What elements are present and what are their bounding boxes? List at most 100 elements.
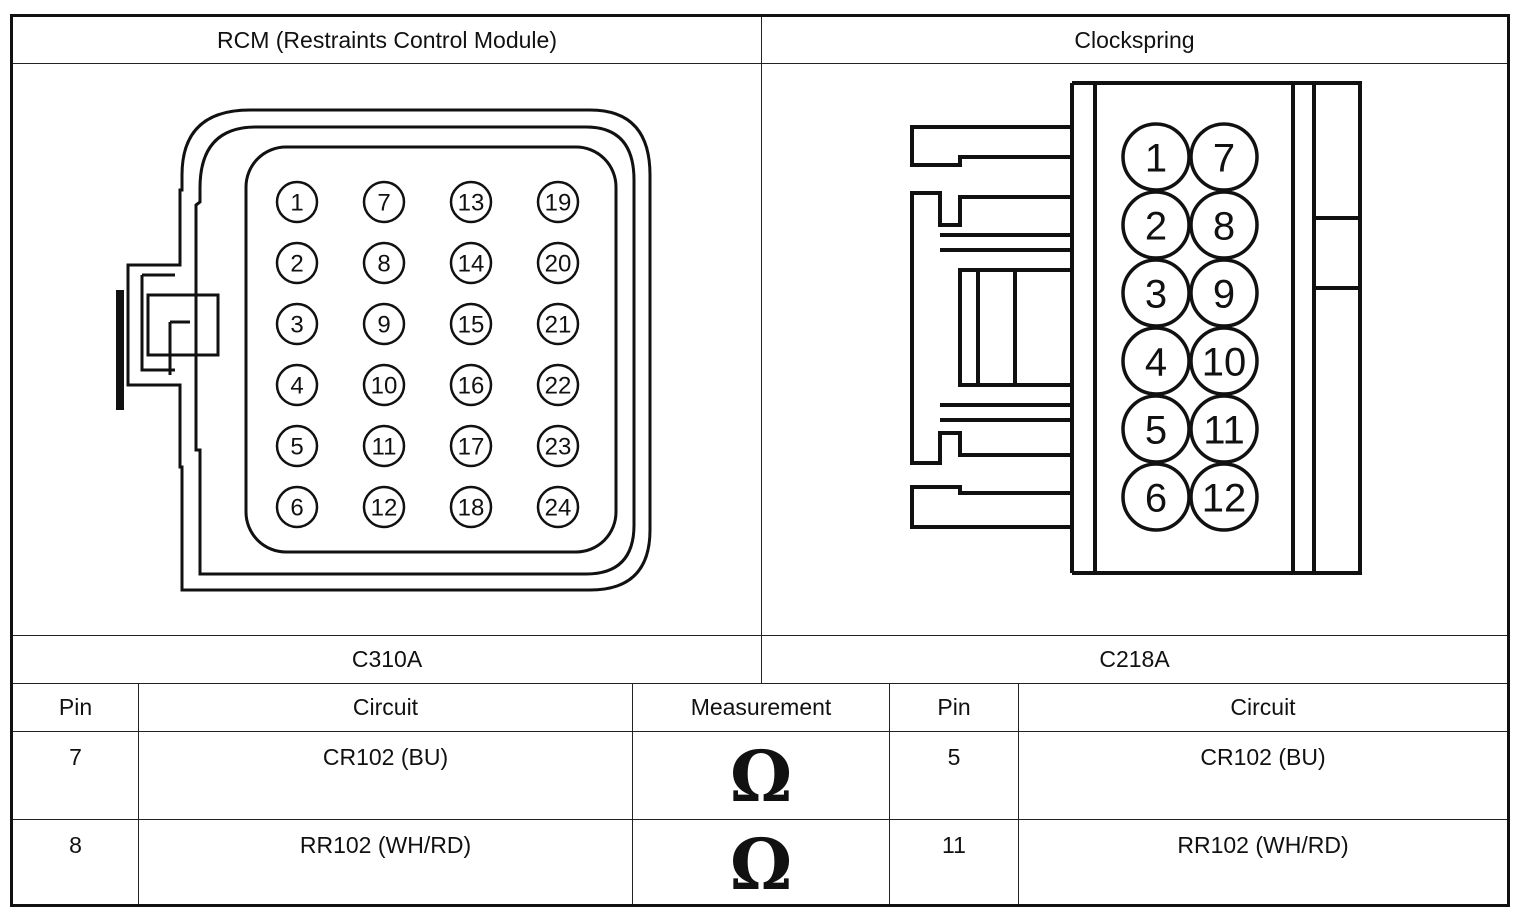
pin-circle [275, 424, 319, 468]
rcm-title: RCM (Restraints Control Module) [217, 26, 557, 53]
pin-circle [1189, 394, 1259, 464]
pin-circle [275, 302, 319, 346]
pin-label: 11 [372, 434, 397, 461]
pin-circle [1121, 190, 1191, 260]
pin-label: 14 [458, 251, 485, 278]
pin-label: 10 [371, 373, 398, 400]
pin-circle [1121, 326, 1191, 396]
divider [889, 683, 890, 904]
pin-label: 5 [1145, 408, 1167, 452]
pin-label: 7 [377, 190, 390, 217]
pin-label: 8 [1213, 204, 1235, 248]
divider [761, 17, 762, 683]
pin-circle [275, 180, 319, 224]
pin-circle [1189, 122, 1259, 192]
pin-label: 8 [377, 251, 390, 278]
pin-circle [449, 241, 493, 285]
pin-circle [362, 363, 406, 407]
row2-pin-b: 11 [942, 832, 966, 858]
pin-circle [449, 485, 493, 529]
pin-circle [362, 241, 406, 285]
pin-circle [1189, 462, 1259, 532]
pin-circle [536, 302, 580, 346]
pin-circle [1121, 462, 1191, 532]
pin-label: 2 [1145, 204, 1167, 248]
divider [13, 683, 1507, 684]
divider [13, 63, 1507, 64]
pin-circle [449, 363, 493, 407]
diagram-frame [10, 14, 1510, 907]
pin-circle [362, 485, 406, 529]
header-pin-a: Pin [58, 694, 93, 720]
pin-circle [536, 241, 580, 285]
clockspring-title: Clockspring [1074, 26, 1195, 53]
pin-circle [449, 302, 493, 346]
header-pin-b: Pin [937, 694, 971, 720]
pin-label: 10 [1202, 340, 1247, 384]
row2-circuit-a: RR102 (WH/RD) [299, 832, 472, 858]
clockspring-connector-id: C218A [1099, 646, 1170, 672]
divider [13, 635, 1507, 636]
divider [13, 731, 1507, 732]
pin-label: 3 [290, 312, 303, 339]
pin-circle [362, 180, 406, 224]
pin-label: 13 [458, 190, 485, 217]
header-measurement: Measurement [690, 694, 832, 720]
rcm-latch-bar [116, 290, 124, 410]
row1-pin-b: 5 [947, 744, 961, 770]
header-circuit-a: Circuit [352, 694, 419, 720]
row2-ohm-symbol: Ω [729, 823, 793, 906]
pin-circle [536, 485, 580, 529]
pin-label: 9 [377, 312, 390, 339]
pin-circle [275, 363, 319, 407]
pin-circle [449, 424, 493, 468]
pin-label: 21 [545, 312, 572, 339]
pin-label: 1 [290, 190, 303, 217]
pin-label: 3 [1145, 272, 1167, 316]
pin-label: 11 [1203, 408, 1245, 452]
pin-circle [362, 302, 406, 346]
pin-circle [449, 180, 493, 224]
row2-circuit-b: RR102 (WH/RD) [1177, 832, 1349, 858]
pin-label: 16 [458, 373, 485, 400]
pin-label: 24 [545, 495, 572, 522]
pin-label: 6 [1145, 476, 1167, 520]
pin-label: 15 [458, 312, 485, 339]
pin-label: 22 [545, 373, 572, 400]
pin-circle [536, 424, 580, 468]
pin-label: 18 [458, 495, 485, 522]
pin-circle [1189, 326, 1259, 396]
pin-label: 12 [1202, 476, 1247, 520]
row1-circuit-b: CR102 (BU) [1200, 744, 1326, 770]
pin-label: 9 [1213, 272, 1235, 316]
pin-circle [275, 485, 319, 529]
row1-pin-a: 7 [69, 744, 82, 770]
divider [1018, 683, 1019, 904]
pin-label: 19 [545, 190, 572, 217]
pin-circle [1189, 190, 1259, 260]
pin-circle [362, 424, 406, 468]
pin-label: 4 [1145, 340, 1167, 384]
row1-circuit-a: CR102 (BU) [322, 744, 449, 770]
row2-pin-a: 8 [69, 832, 82, 858]
pin-label: 12 [371, 495, 398, 522]
pin-label: 7 [1213, 136, 1235, 180]
rcm-connector-id: C310A [351, 646, 423, 672]
clockspring-connector-face: 1 7 2 8 3 9 4 10 5 11 6 12 [910, 81, 1362, 575]
divider [632, 683, 633, 904]
pin-label: 5 [290, 434, 303, 461]
clockspring-pin-grid: 1 7 2 8 3 9 4 10 5 11 6 12 [1121, 122, 1259, 532]
pin-circle [1189, 258, 1259, 328]
pin-label: 20 [545, 251, 572, 278]
pin-label: 2 [290, 251, 303, 278]
pin-circle [536, 180, 580, 224]
row1-ohm-symbol: Ω [729, 735, 793, 818]
divider [138, 683, 139, 904]
pin-circle [1121, 258, 1191, 328]
pin-circle [536, 363, 580, 407]
pin-label: 4 [290, 373, 303, 400]
pin-label: 1 [1145, 136, 1167, 180]
pin-circle [1121, 394, 1191, 464]
